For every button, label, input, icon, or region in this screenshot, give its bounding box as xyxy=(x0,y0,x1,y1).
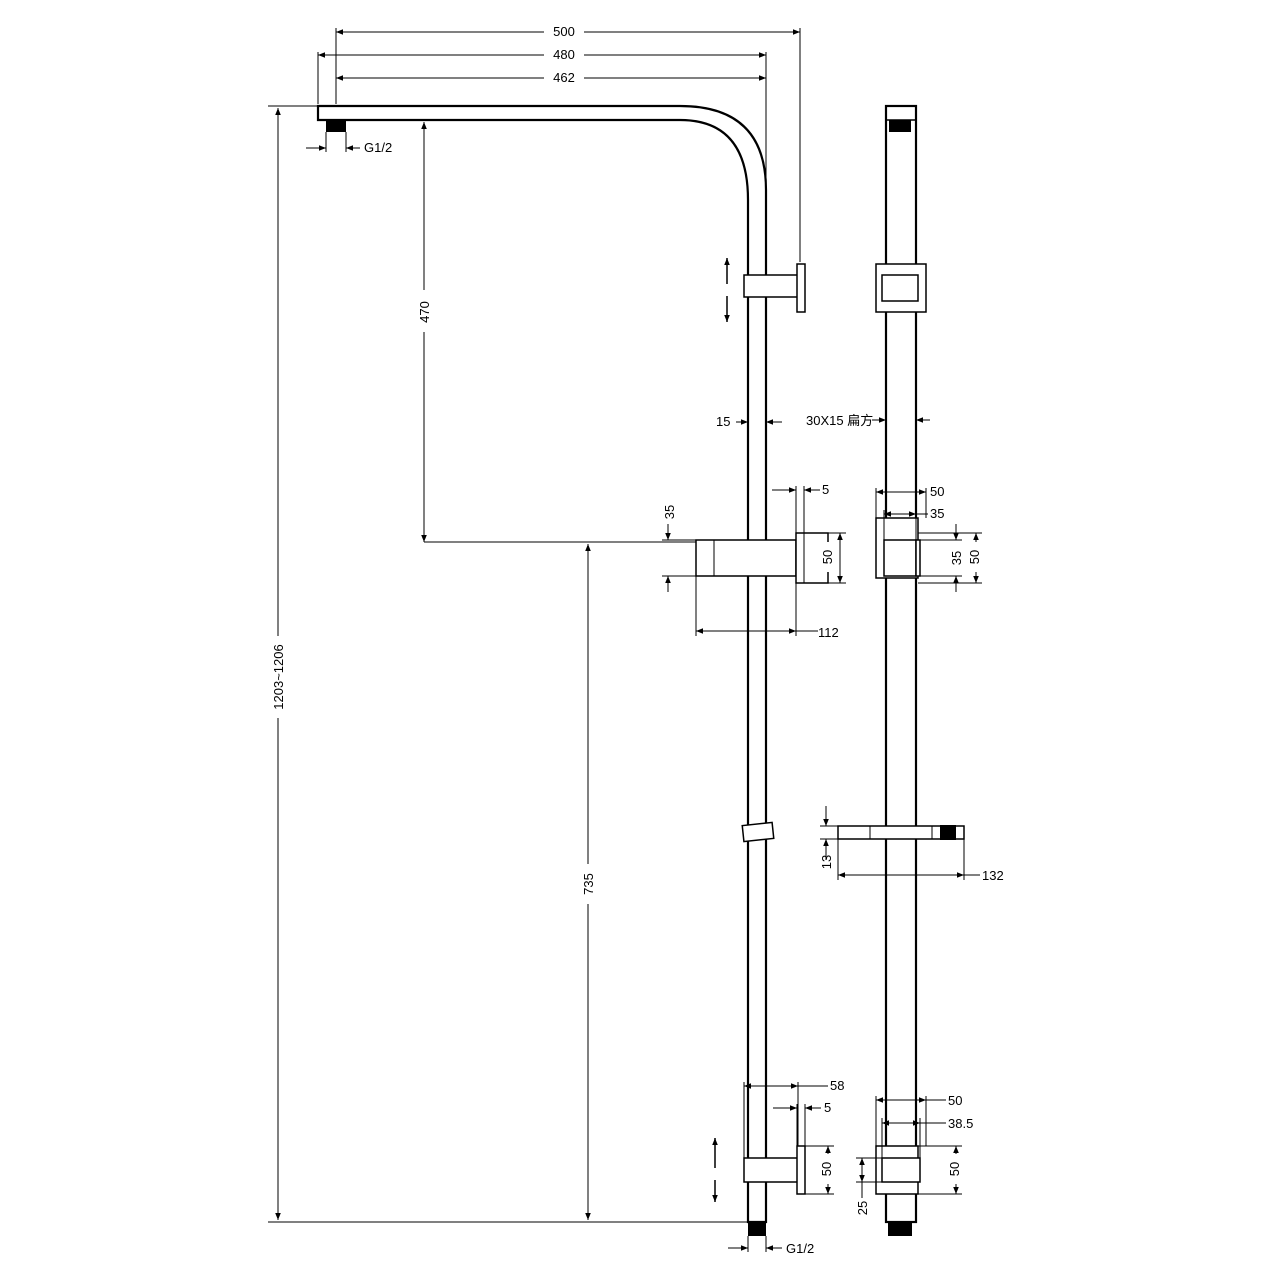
dim-112-label: 112 xyxy=(818,625,839,640)
dim-50-left-label: 50 xyxy=(820,550,835,564)
dim-side-38-5-label: 38.5 xyxy=(948,1116,973,1131)
dim-side-35-upper-label: 35 xyxy=(930,506,944,521)
dim-470-label: 470 xyxy=(417,301,432,323)
dim-5-upper: 5 xyxy=(772,482,829,533)
dim-side-50-lower-vert: 50 xyxy=(918,1145,962,1195)
dim-side-50-vert-label: 50 xyxy=(967,550,982,564)
dim-side-35-vert-label: 35 xyxy=(949,551,964,565)
dim-15-label: 15 xyxy=(716,414,730,429)
dim-5-upper-label: 5 xyxy=(822,482,829,497)
dim-132: 132 xyxy=(837,839,1004,883)
dim-50-left: 50 xyxy=(820,532,846,584)
dim-480-label: 480 xyxy=(553,47,575,62)
dim-132-label: 132 xyxy=(982,868,1004,883)
dim-35-left: 35 xyxy=(662,505,696,592)
dim-side-50-lower-vert-label: 50 xyxy=(947,1162,962,1176)
dim-side-50-lower: 50 xyxy=(875,1093,962,1146)
dim-735: 735 xyxy=(580,544,596,1220)
dim-side-50-lower-label: 50 xyxy=(948,1093,962,1108)
dim-g12-top: G1/2 xyxy=(306,132,392,155)
dim-50-lower-left-label: 50 xyxy=(819,1162,834,1176)
side-clip xyxy=(837,825,965,840)
dim-g12-top-label: G1/2 xyxy=(364,140,392,155)
dim-25: 25 xyxy=(855,1157,882,1215)
dim-500-label: 500 xyxy=(553,24,575,39)
front-view: 500 480 462 G1/2 470 15 xyxy=(268,24,846,1256)
side-upper-bracket xyxy=(875,263,927,313)
dim-15: 15 xyxy=(716,414,782,429)
dim-g12-bottom: G1/2 xyxy=(728,1236,814,1256)
dim-top-widths: 500 480 462 xyxy=(317,24,801,262)
dim-50-lower-left: 50 xyxy=(805,1145,834,1195)
dim-58-label: 58 xyxy=(830,1078,844,1093)
dim-25-label: 25 xyxy=(855,1201,870,1215)
middle-holder xyxy=(695,532,829,584)
dim-58: 58 xyxy=(743,1078,844,1158)
dim-5-lower-label: 5 xyxy=(824,1100,831,1115)
dim-side-38-5: 38.5 xyxy=(881,1116,973,1158)
dim-13: 13 xyxy=(819,806,838,869)
upper-bracket xyxy=(743,263,806,313)
side-top-outlet xyxy=(889,120,911,132)
dim-5-lower: 5 xyxy=(773,1100,831,1146)
dim-1203: 1203~1206 xyxy=(268,105,748,1223)
dim-35-left-label: 35 xyxy=(662,505,677,519)
small-clip xyxy=(741,821,775,843)
dim-30x15: 30X15 扁方 xyxy=(806,413,930,428)
dim-g12-bottom-label: G1/2 xyxy=(786,1241,814,1256)
bottom-outlet xyxy=(748,1222,766,1236)
dim-side-50-upper: 50 xyxy=(875,484,944,518)
dim-side-35-vert: 35 xyxy=(920,524,964,592)
side-view: 30X15 扁方 50 35 35 xyxy=(806,104,1004,1236)
dim-side-50-vert: 50 xyxy=(918,532,982,584)
side-bottom-outlet xyxy=(888,1222,912,1236)
dim-735-label: 735 xyxy=(581,873,596,895)
dim-side-35-upper: 35 xyxy=(883,506,944,540)
dim-30x15-label: 30X15 扁方 xyxy=(806,413,873,428)
side-lower-bracket xyxy=(875,1145,921,1195)
overhead-arm xyxy=(316,104,768,1224)
dim-13-label: 13 xyxy=(819,855,834,869)
lower-bracket xyxy=(743,1145,806,1195)
dim-462-label: 462 xyxy=(553,70,575,85)
side-middle-holder xyxy=(875,517,921,579)
dim-side-50-upper-label: 50 xyxy=(930,484,944,499)
dim-470: 470 xyxy=(416,122,696,543)
dim-112: 112 xyxy=(695,576,839,640)
dim-1203-label: 1203~1206 xyxy=(271,644,286,709)
